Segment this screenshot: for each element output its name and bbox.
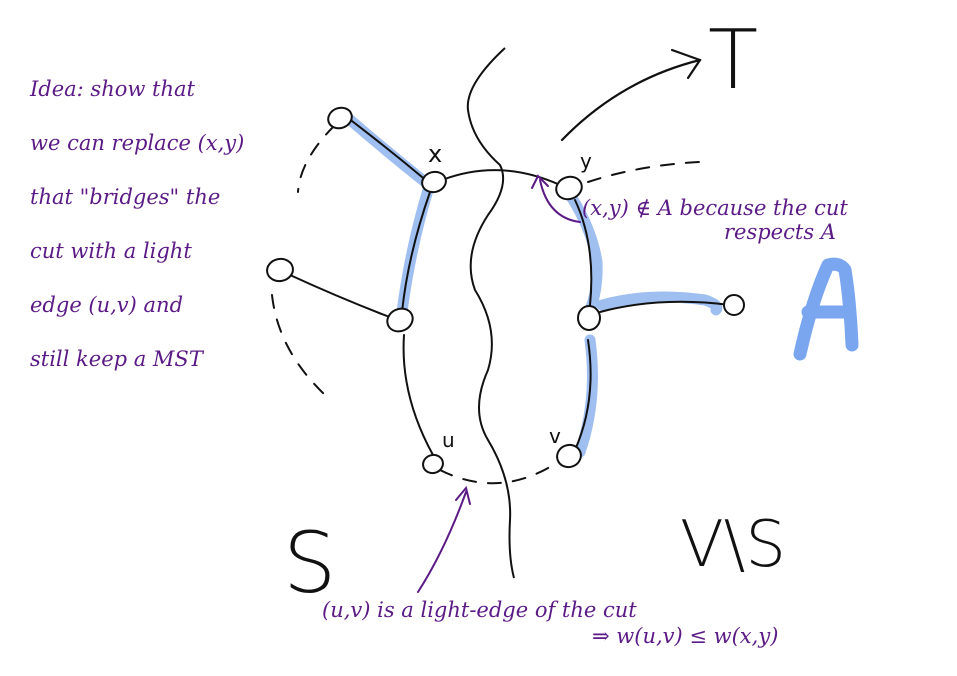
idea-line-2: we can replace (x,y) bbox=[30, 131, 245, 155]
arrow-to-T bbox=[560, 48, 702, 142]
label-T: T bbox=[708, 13, 758, 108]
idea-line-5: edge (u,v) and bbox=[30, 293, 184, 317]
graph-nodes bbox=[266, 106, 745, 475]
idea-line-6: still keep a MST bbox=[30, 347, 203, 371]
xy-not-in-A-note: (x,y) ∉ A because the cut respects A bbox=[582, 196, 848, 244]
A-letter-icon bbox=[793, 257, 859, 361]
edge-left-to-node bbox=[289, 274, 393, 319]
label-x: x bbox=[428, 140, 442, 168]
label-u: u bbox=[442, 428, 455, 452]
label-V-minus-S: V\S bbox=[680, 508, 786, 582]
highlight-edge-right bbox=[596, 291, 723, 316]
node-x bbox=[421, 170, 447, 194]
node-top-left bbox=[327, 106, 353, 130]
edge-y-down bbox=[574, 199, 593, 306]
node-y bbox=[555, 175, 583, 201]
arrow-to-xy-edge bbox=[539, 179, 581, 223]
label-v: v bbox=[549, 424, 561, 448]
dashed-edges bbox=[271, 124, 701, 485]
light-edge-note: (u,v) is a light-edge of the cut ⇒ w(u,v… bbox=[322, 598, 778, 648]
node-v bbox=[556, 443, 582, 469]
node-mid-left bbox=[386, 307, 414, 333]
label-S: S bbox=[283, 514, 336, 612]
light-edge-line-1: (u,v) is a light-edge of the cut bbox=[322, 598, 637, 622]
xy-note-line-1: (x,y) ∉ A because the cut bbox=[582, 196, 848, 220]
graph-edges bbox=[289, 117, 731, 456]
edge-node-to-v bbox=[574, 339, 592, 451]
dashed-edge-left-bottom bbox=[271, 294, 326, 396]
edge-node-to-u bbox=[402, 334, 434, 456]
light-edge-line-2: ⇒ w(u,v) ≤ w(x,y) bbox=[592, 624, 779, 648]
edge-x-y bbox=[441, 169, 561, 186]
cut-line bbox=[466, 47, 515, 579]
highlight-edge-v-up bbox=[574, 334, 598, 458]
label-y: y bbox=[580, 149, 592, 173]
annotation-arrows bbox=[417, 174, 581, 593]
node-left bbox=[266, 257, 294, 283]
edge-right bbox=[599, 300, 731, 313]
idea-line-4: cut with a light bbox=[30, 239, 192, 263]
dashed-edge-u-v bbox=[439, 461, 559, 485]
set-labels: S V\S T bbox=[283, 13, 786, 612]
dashed-edge-y-right bbox=[587, 161, 701, 183]
idea-line-3: that "bridges" the bbox=[30, 185, 221, 209]
node-mid-right bbox=[577, 305, 601, 331]
xy-note-line-2: respects A bbox=[724, 220, 836, 244]
node-u bbox=[422, 453, 444, 475]
vertex-labels: x y u v bbox=[428, 140, 592, 452]
dashed-edge-left-top bbox=[297, 124, 336, 193]
idea-note: Idea: show that we can replace (x,y) tha… bbox=[30, 62, 244, 386]
edge-x-down bbox=[401, 191, 431, 313]
edge-top-left bbox=[347, 117, 429, 183]
node-right bbox=[723, 294, 745, 316]
idea-line-1: Idea: show that bbox=[30, 77, 195, 101]
arrow-to-uv-edge bbox=[417, 491, 467, 593]
set-A-highlight bbox=[342, 112, 723, 458]
